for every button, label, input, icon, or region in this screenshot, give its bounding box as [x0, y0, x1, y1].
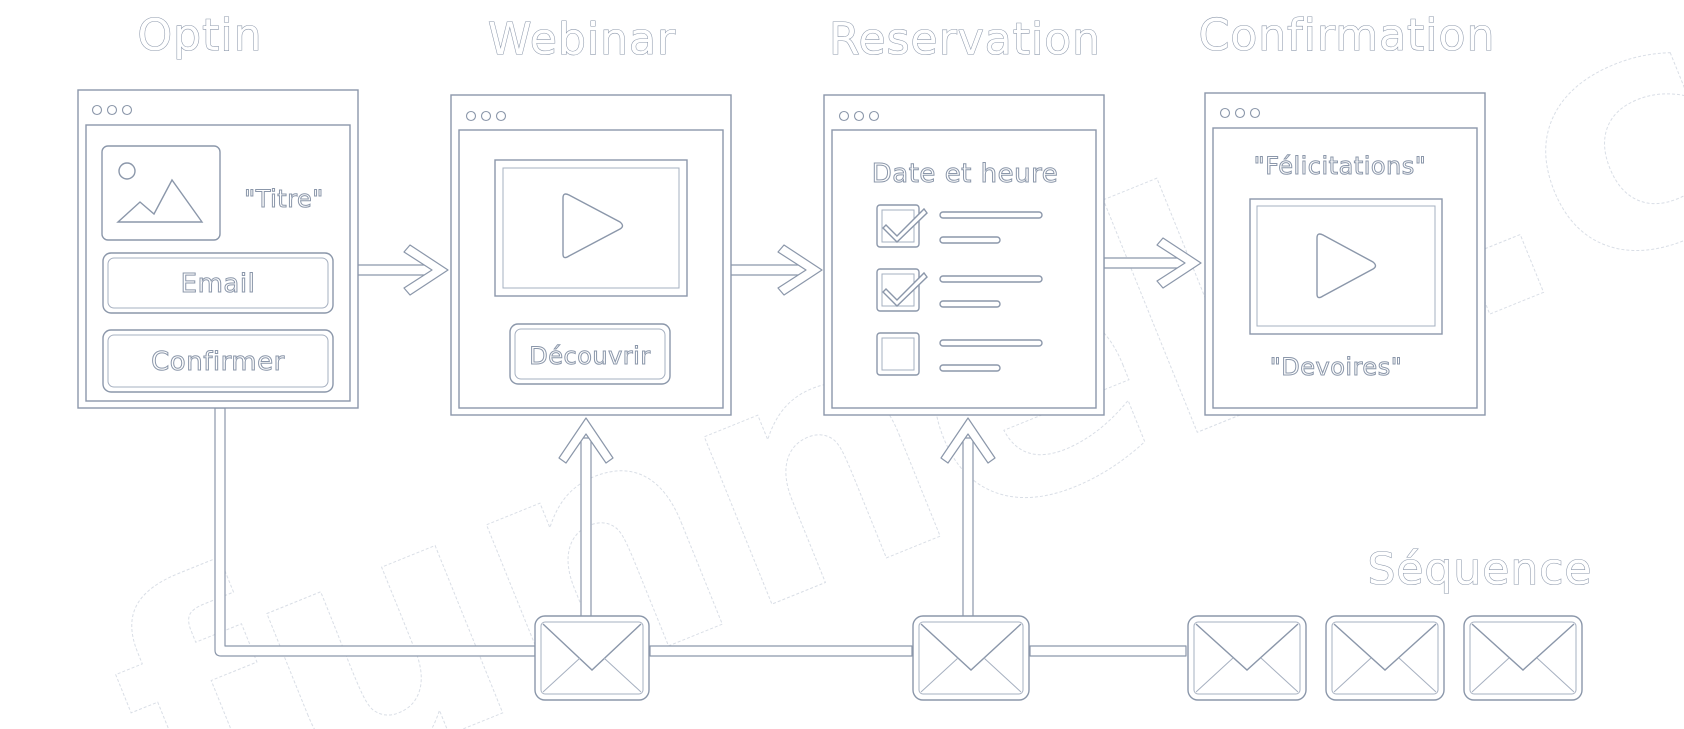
option-row[interactable]: [876, 268, 1043, 312]
envelope-flap: [1471, 623, 1575, 671]
envelope-folds: [920, 657, 1022, 693]
option-line: [939, 211, 1043, 219]
option-row[interactable]: [876, 332, 1043, 376]
video-player[interactable]: [494, 159, 688, 297]
discover-button-label: Découvrir: [529, 342, 650, 370]
window-dot-icon: [91, 104, 103, 116]
envelope-inner: [918, 621, 1024, 695]
connector-email-email: [649, 645, 913, 657]
envelope-flap: [542, 623, 642, 671]
envelope-inner: [540, 621, 644, 695]
arrowhead-icon: [1156, 237, 1202, 289]
option-line: [939, 300, 1001, 308]
envelope-folds: [1471, 657, 1575, 693]
envelope-folds: [1333, 657, 1437, 693]
option-line: [939, 236, 1001, 244]
window-dot-icon: [1219, 107, 1231, 119]
sequence-title: Séquence: [1367, 544, 1592, 595]
video-player[interactable]: [1249, 198, 1443, 335]
connector-email-sequence: [1029, 645, 1187, 657]
checkmark-icon: [882, 271, 928, 307]
window-dot-icon: [1249, 107, 1261, 119]
envelope-folds: [542, 657, 642, 693]
checkmark-icon: [882, 207, 928, 243]
connector-email-webinar: [580, 437, 592, 618]
envelope-flap: [920, 623, 1022, 671]
envelope-inner: [1469, 621, 1577, 695]
stage-title-reservation: Reservation: [829, 14, 1101, 65]
option-line: [939, 364, 1001, 372]
confirmation-page[interactable]: "Félicitations" "Devoires": [1204, 92, 1486, 416]
connector-optin-sequence: [214, 407, 536, 657]
option-row[interactable]: [876, 204, 1043, 248]
window-dot-icon: [465, 110, 477, 122]
option-line: [939, 275, 1043, 283]
title-placeholder: "Titre": [244, 185, 324, 213]
window-dot-icon: [838, 110, 850, 122]
congrats-heading: "Félicitations": [1254, 152, 1427, 180]
envelope-flap: [1195, 623, 1299, 671]
date-time-heading: Date et heure: [872, 159, 1058, 189]
stage-title-optin: Optin: [138, 10, 263, 61]
play-icon: [1316, 233, 1377, 299]
window-dot-icon: [1234, 107, 1246, 119]
checkbox-inner: [881, 337, 915, 371]
email-webinar-reminder[interactable]: [534, 615, 650, 701]
image-placeholder-icon: [101, 145, 221, 241]
window-dot-icon: [121, 104, 133, 116]
play-icon: [562, 193, 624, 259]
envelope-inner: [1331, 621, 1439, 695]
email-field-label: Email: [181, 269, 256, 299]
discover-button-inner: [514, 328, 666, 380]
email-field-inner: [107, 257, 329, 309]
email-sequence[interactable]: [1187, 615, 1583, 701]
arrowhead-up-icon: [940, 417, 996, 464]
stage-title-webinar: Webinar: [488, 14, 676, 65]
checkbox-unchecked[interactable]: [876, 332, 920, 376]
stage-title-confirmation: Confirmation: [1199, 10, 1496, 61]
confirm-button-label: Confirmer: [151, 347, 285, 377]
envelope-folds: [1195, 657, 1299, 693]
arrowhead-up-icon: [558, 417, 614, 464]
envelope-flap: [1333, 623, 1437, 671]
envelope-inner: [1193, 621, 1301, 695]
sequence-email-2[interactable]: [1325, 615, 1445, 701]
browser-viewport: [831, 129, 1097, 409]
sequence-email-1[interactable]: [1187, 615, 1307, 701]
checkbox-checked[interactable]: [876, 204, 920, 248]
arrowhead-icon: [777, 244, 823, 296]
sequence-email-3[interactable]: [1463, 615, 1583, 701]
connector-email-reservation: [962, 437, 974, 618]
window-dot-icon: [495, 110, 507, 122]
option-line: [939, 339, 1043, 347]
homework-caption: "Devoires": [1270, 353, 1403, 381]
window-dot-icon: [480, 110, 492, 122]
reservation-page[interactable]: Date et heure: [823, 94, 1105, 416]
window-dot-icon: [106, 104, 118, 116]
connectors: [214, 237, 1202, 657]
optin-page[interactable]: "Titre" Email Confirmer: [77, 89, 359, 409]
confirm-button-inner: [107, 334, 329, 388]
arrowhead-icon: [403, 244, 449, 296]
email-reservation-reminder[interactable]: [912, 615, 1030, 701]
discover-button[interactable]: [509, 323, 671, 385]
window-dot-icon: [853, 110, 865, 122]
webinar-page[interactable]: Découvrir: [450, 94, 732, 416]
window-dot-icon: [868, 110, 880, 122]
confirm-button[interactable]: [102, 329, 334, 393]
checkbox-checked[interactable]: [876, 268, 920, 312]
email-field[interactable]: [102, 252, 334, 314]
